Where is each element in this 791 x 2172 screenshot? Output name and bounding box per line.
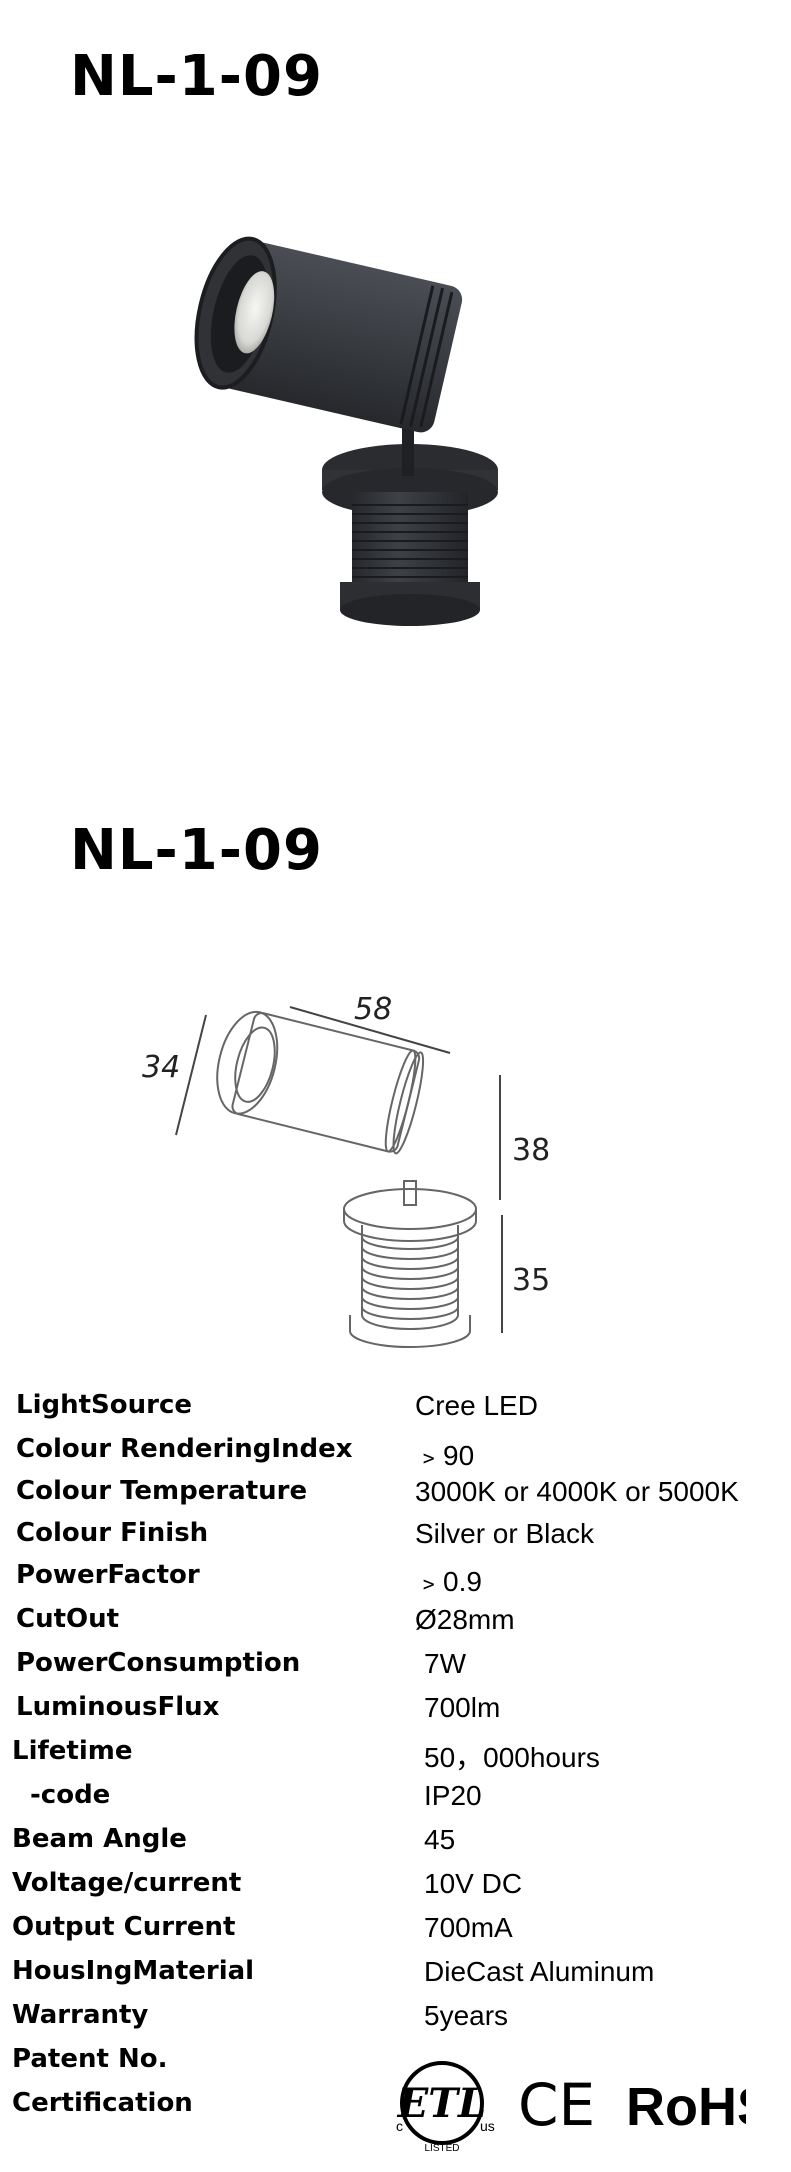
spec-value: ﹥0.9 — [415, 1566, 482, 1597]
svg-text:us: us — [480, 2118, 495, 2134]
spec-row: Colour Temperature 3000K or 4000K or 500… — [0, 1476, 791, 1516]
spec-value: Silver or Black — [415, 1518, 594, 1549]
spec-label: Voltage/current — [12, 1868, 242, 1898]
spec-value: IP20 — [424, 1780, 482, 1811]
spec-row: HousIngMaterial DieCast Aluminum — [0, 1956, 791, 1996]
spec-row: LightSource Cree LED — [0, 1390, 791, 1430]
spec-row: -code IP20 — [0, 1780, 791, 1820]
spec-row: Warranty 5years — [0, 2000, 791, 2040]
spec-label: Warranty — [12, 2000, 149, 2030]
spec-row: PowerConsumption 7W — [0, 1648, 791, 1688]
spec-label: Lifetime — [12, 1736, 133, 1766]
spec-label: Colour Finish — [16, 1518, 209, 1548]
spec-row: Patent No. — [0, 2044, 791, 2084]
dim-depth-label: 34 — [142, 1050, 180, 1085]
svg-text:LISTED: LISTED — [424, 2143, 459, 2154]
spec-value: 10V DC — [424, 1868, 523, 1899]
spec-label: PowerFactor — [16, 1560, 200, 1590]
ce-mark: CE — [518, 2071, 595, 2139]
spec-label: Colour Temperature — [16, 1476, 308, 1506]
spec-label: PowerConsumption — [16, 1648, 301, 1678]
svg-text:c: c — [396, 2118, 403, 2134]
spec-value: Cree LED — [415, 1390, 538, 1421]
spec-row: Beam Angle 45 — [0, 1824, 791, 1864]
dim-line-depth — [175, 1014, 207, 1136]
spec-value: DieCast Aluminum — [424, 1956, 655, 1987]
spec-row: PowerFactor ﹥0.9 — [0, 1560, 791, 1600]
spec-value: 3000K or 4000K or 5000K — [415, 1476, 739, 1507]
etl-listed-logo: ETL c us LISTED — [396, 2061, 495, 2154]
spec-label: Beam Angle — [12, 1824, 187, 1854]
spec-label: -code — [30, 1780, 111, 1810]
spec-value: ﹥90 — [415, 1440, 475, 1471]
threaded-base — [340, 492, 480, 626]
spec-label: Output Current — [12, 1912, 236, 1942]
spec-value: 45 — [424, 1824, 456, 1855]
drawing-flange — [343, 1188, 477, 1230]
drawing-threads — [349, 1225, 471, 1348]
spec-label: HousIngMaterial — [12, 1956, 255, 1986]
spec-value: 50，000hours — [424, 1742, 600, 1773]
dim-width-label: 58 — [354, 992, 392, 1027]
spec-label: Colour RenderingIndex — [16, 1434, 353, 1464]
spec-value: 7W — [424, 1648, 466, 1679]
spec-label: Certification — [12, 2088, 193, 2118]
spec-row: LuminousFlux 700lm — [0, 1692, 791, 1732]
spec-row: Colour Finish Silver or Black — [0, 1518, 791, 1558]
spotlight-head — [194, 236, 463, 433]
spec-value: 700lm — [424, 1692, 501, 1723]
spec-label: LightSource — [16, 1390, 192, 1420]
spec-value: 700mA — [424, 1912, 513, 1943]
drawing-head — [216, 1010, 425, 1155]
svg-text:ETL: ETL — [397, 2080, 486, 2127]
certification-logos: ETL c us LISTED CE RoHS — [396, 2061, 746, 2154]
spec-label: LuminousFlux — [16, 1692, 220, 1722]
spec-label: Patent No. — [12, 2044, 168, 2074]
pivot-stem — [402, 426, 414, 476]
spec-row: Lifetime 50，000hours — [0, 1736, 791, 1776]
product-photo — [194, 236, 498, 626]
spec-row: Colour RenderingIndex ﹥90 — [0, 1434, 791, 1474]
spec-value: Ø28mm — [415, 1604, 515, 1635]
dim-line-width — [289, 1006, 451, 1054]
spec-value: 5years — [424, 2000, 509, 2031]
spec-row: Certification — [0, 2088, 791, 2128]
product-title-drawing: NL-1-09 — [70, 818, 323, 883]
spec-row: CutOut Ø28mm — [0, 1604, 791, 1644]
rohs-mark: RoHS — [626, 2077, 746, 2137]
spec-row: Voltage/current 10V DC — [0, 1868, 791, 1908]
dimension-drawing: 58 34 38 35 — [142, 992, 550, 1348]
spec-label: CutOut — [16, 1604, 120, 1634]
dim-head-height-label: 38 — [512, 1133, 550, 1168]
spec-row: Output Current 700mA — [0, 1912, 791, 1952]
dim-base-height-label: 35 — [512, 1263, 550, 1298]
product-title-top: NL-1-09 — [70, 44, 323, 109]
